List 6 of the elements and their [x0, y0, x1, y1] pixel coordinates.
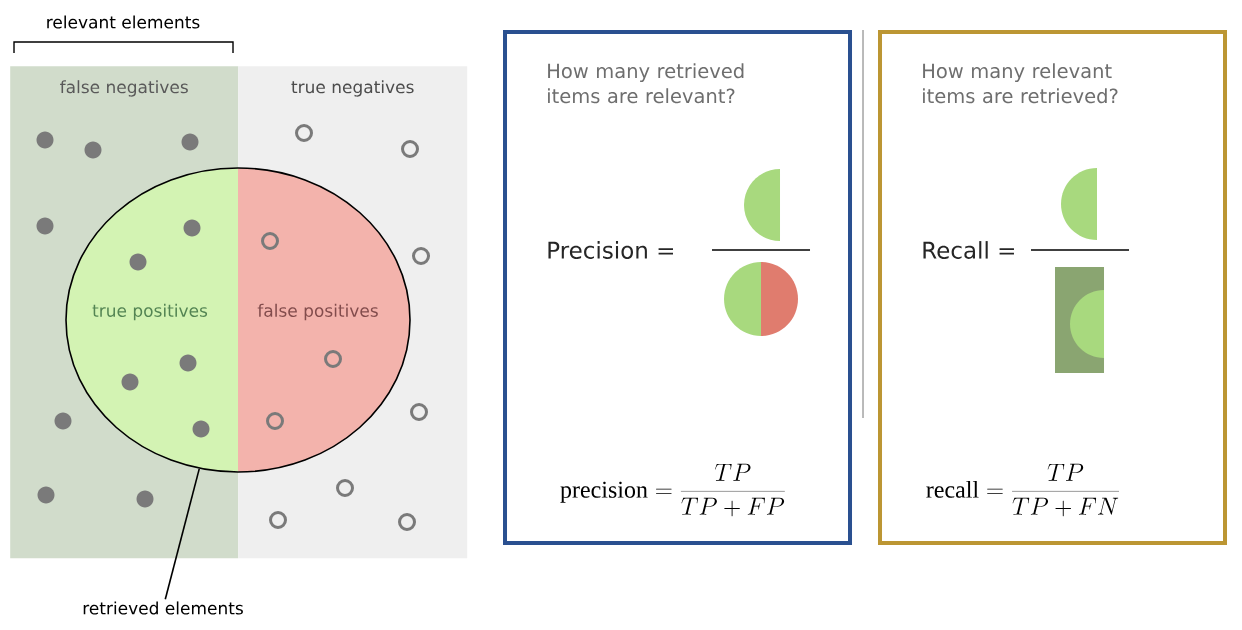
bracket-label: relevant elements	[47, 15, 200, 29]
panel: How many retrieved items are relevant? Precision = $\mathrm{precision} = \frac{TP}{TP+FP}$	[503, 30, 852, 545]
ellipse	[65, 167, 411, 473]
caption: retrieved elements	[83, 601, 243, 615]
leader-line	[164, 468, 201, 600]
panel: How many relevant items are retrieved? Recall = $\mathrm{recall} = \frac{TP}{TP+FN}$	[878, 30, 1227, 545]
